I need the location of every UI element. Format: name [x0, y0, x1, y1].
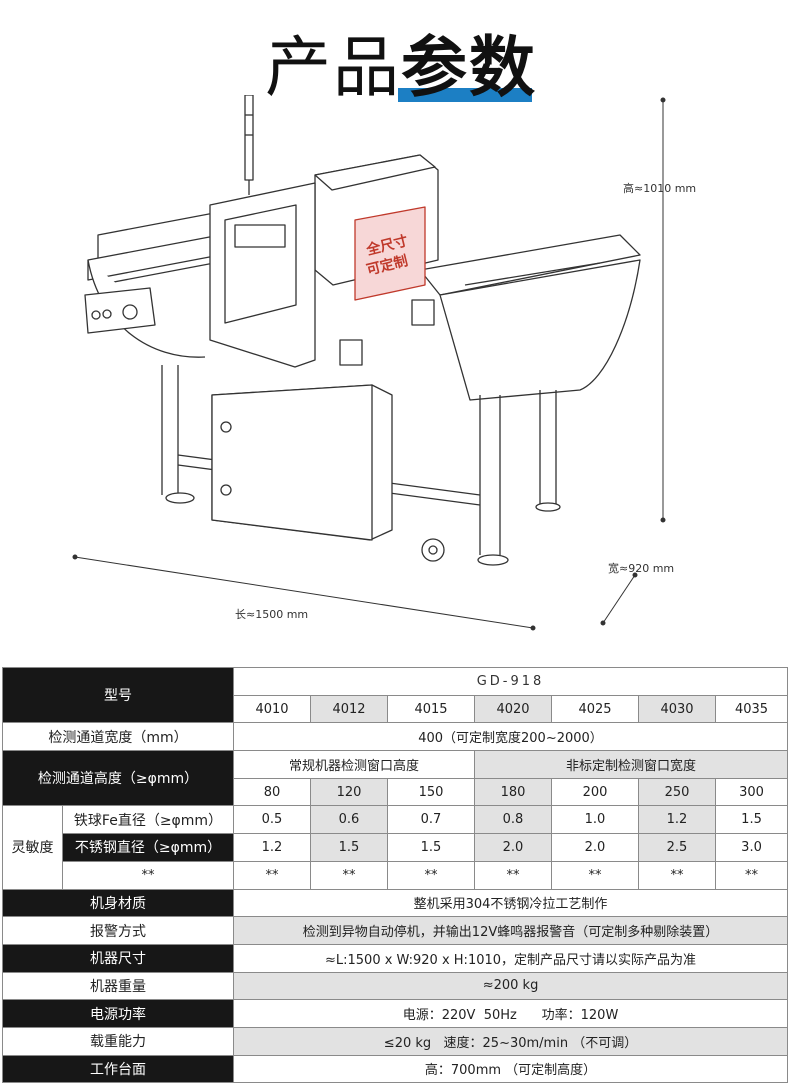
stainless-cell: 2.5: [638, 833, 716, 862]
page-title: 产品参数: [0, 28, 790, 108]
weight-label: 机器重量: [2, 971, 234, 1001]
stainless-label: 不锈钢直径（≥φmm）: [62, 833, 234, 862]
table-row: 检测通道宽度（mm） 400（可定制宽度200~2000）: [2, 722, 789, 752]
stainless-cell: 2.0: [474, 833, 552, 862]
model-cell: 4020: [474, 694, 552, 724]
alarm-value: 检测到异物自动停机，并输出12V蜂鸣器报警音（可定制多种剔除装置）: [232, 916, 789, 945]
title-underline-bar: [398, 88, 532, 102]
stainless-cell: 2.0: [551, 833, 639, 862]
worktable-label: 工作台面: [2, 1054, 234, 1084]
load-value: ≤20 kg 速度：25~30m/min （不可调）: [232, 1026, 789, 1056]
material-value: 整机采用304不锈钢冷拉工艺制作: [232, 888, 789, 918]
height-cell: 250: [638, 777, 716, 807]
height-cell: 80: [233, 777, 311, 807]
channel-width-value: 400（可定制宽度200~2000）: [232, 722, 789, 752]
table-row: 机身材质 整机采用304不锈钢冷拉工艺制作: [2, 888, 789, 918]
height-cell: 120: [310, 777, 388, 807]
stainless-cell: 1.2: [233, 833, 311, 862]
worktable-value: 高：700mm （可定制高度）: [232, 1054, 789, 1084]
fe-cell: 0.6: [310, 805, 388, 835]
fe-cell: 1.2: [638, 805, 716, 835]
weight-value: ≈200 kg: [232, 971, 789, 1001]
length-dimension-label: 长≈1500 mm: [235, 608, 309, 621]
height-cell: 300: [714, 777, 789, 807]
table-row: ** ** ** ** ** ** ** **: [3, 860, 789, 890]
size-label: 机器尺寸: [2, 943, 234, 973]
stainless-cell: 1.5: [310, 833, 388, 862]
table-row: 型号 GD-918: [2, 666, 789, 724]
fe-cell: 0.8: [474, 805, 552, 835]
load-label: 载重能力: [2, 1026, 234, 1056]
standard-window-label: 常规机器检测窗口高度: [233, 750, 475, 779]
extra-cell: **: [638, 860, 716, 890]
alarm-label: 报警方式: [2, 916, 234, 945]
extra-cell: **: [310, 860, 388, 890]
model-name-cell: GD-918: [232, 667, 789, 696]
sensitivity-label: 灵敏度: [2, 805, 63, 890]
extra-cell: **: [474, 860, 552, 890]
model-cell: 4030: [638, 694, 716, 724]
table-row: 80 120 150 180 200 250 300: [3, 777, 789, 807]
height-cell: 200: [551, 777, 639, 807]
table-row: 不锈钢直径（≥φmm） 1.2 1.5 1.5 2.0 2.0 2.5 3.0: [3, 833, 789, 862]
stainless-cell: 3.0: [714, 833, 789, 862]
width-dimension-label: 宽≈920 mm: [608, 562, 675, 575]
spec-table: 型号 GD-918 4010 4012 4015 4020 4025 4030 …: [2, 666, 789, 1084]
fe-cell: 0.5: [233, 805, 311, 835]
table-row: 工作台面 高：700mm （可定制高度）: [2, 1054, 789, 1084]
table-row: 载重能力 ≤20 kg 速度：25~30m/min （不可调）: [2, 1026, 789, 1056]
extra-cell: **: [551, 860, 639, 890]
height-dimension-label: 高≈1010 mm: [623, 182, 697, 195]
metal-detector-drawing: [72, 94, 666, 631]
height-cell: 150: [387, 777, 475, 807]
model-cell: 4010: [233, 694, 311, 724]
fe-cell: 0.7: [387, 805, 475, 835]
size-value: ≈L:1500 x W:920 x H:1010，定制产品尺寸请以实际产品为准: [232, 943, 789, 973]
table-row: 报警方式 检测到异物自动停机，并输出12V蜂鸣器报警音（可定制多种剔除装置）: [2, 916, 789, 945]
channel-width-label: 检测通道宽度（mm）: [2, 722, 234, 752]
model-cell: 4025: [551, 694, 639, 724]
fe-cell: 1.5: [714, 805, 789, 835]
custom-window-label: 非标定制检测窗口宽度: [473, 750, 789, 779]
extra-cell: **: [233, 860, 311, 890]
height-cell: 180: [474, 777, 552, 807]
table-row: 机器重量 ≈200 kg: [2, 971, 789, 1001]
table-row: 灵敏度 铁球Fe直径（≥φmm） 0.5 0.6 0.7 0.8 1.0 1.2…: [2, 805, 789, 890]
channel-height-label: 检测通道高度（≥φmm）: [2, 750, 234, 807]
title-text: 产品参数: [265, 28, 537, 108]
power-label: 电源功率: [2, 999, 234, 1028]
model-cell: 4015: [387, 694, 475, 724]
fe-label: 铁球Fe直径（≥φmm）: [62, 805, 234, 835]
extra-label: **: [62, 860, 234, 890]
table-row: 机器尺寸 ≈L:1500 x W:920 x H:1010，定制产品尺寸请以实际…: [2, 943, 789, 973]
model-header-cell: 型号: [2, 666, 234, 724]
title-part-2: 参数: [401, 29, 537, 106]
extra-cell: **: [714, 860, 789, 890]
power-value: 电源：220V 50Hz 功率：120W: [232, 999, 789, 1028]
stainless-cell: 1.5: [387, 833, 475, 862]
extra-cell: **: [387, 860, 475, 890]
machine-illustration: 全尺寸 可定制 高≈1010 mm 宽≈920 mm 长≈1500 mm: [0, 94, 790, 655]
table-row: 检测通道高度（≥φmm） 常规机器检测窗口高度 非标定制检测窗口宽度: [2, 750, 789, 807]
model-cell: 4035: [714, 694, 789, 724]
material-label: 机身材质: [2, 888, 234, 918]
fe-cell: 1.0: [551, 805, 639, 835]
title-part-1: 产品: [265, 29, 401, 106]
model-cell: 4012: [310, 694, 388, 724]
table-row: 电源功率 电源：220V 50Hz 功率：120W: [2, 999, 789, 1028]
